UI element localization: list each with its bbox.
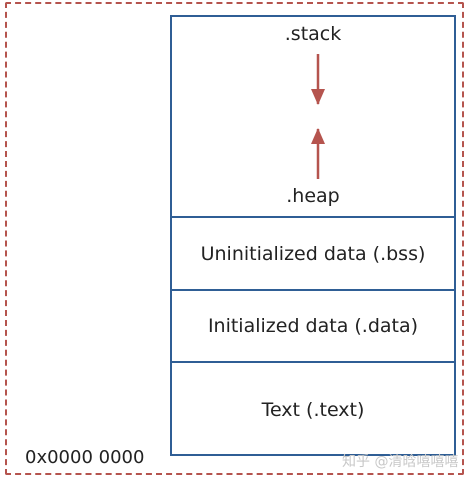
stack-arrowhead-icon xyxy=(311,89,325,105)
growth-arrows xyxy=(311,54,325,179)
heap-label: .heap xyxy=(286,185,340,207)
heap-arrowhead-icon xyxy=(311,128,325,144)
process-address-space-outline xyxy=(5,2,464,475)
bss-segment: Uninitialized data (.bss) xyxy=(172,216,454,289)
memory-segments-column: .stack .heap Uninitialized data (.bss) I… xyxy=(170,15,456,456)
data-segment: Initialized data (.data) xyxy=(172,289,454,361)
bss-segment-label: Uninitialized data (.bss) xyxy=(200,242,426,265)
data-segment-label: Initialized data (.data) xyxy=(207,315,419,337)
text-segment: Text (.text) xyxy=(172,361,454,456)
text-segment-label: Text (.text) xyxy=(261,398,365,421)
watermark: 知乎 @清晗嘻嘻嘻 xyxy=(342,454,459,470)
base-address-label: 0x0000 0000 xyxy=(25,447,145,468)
stack-label: .stack xyxy=(284,23,342,45)
